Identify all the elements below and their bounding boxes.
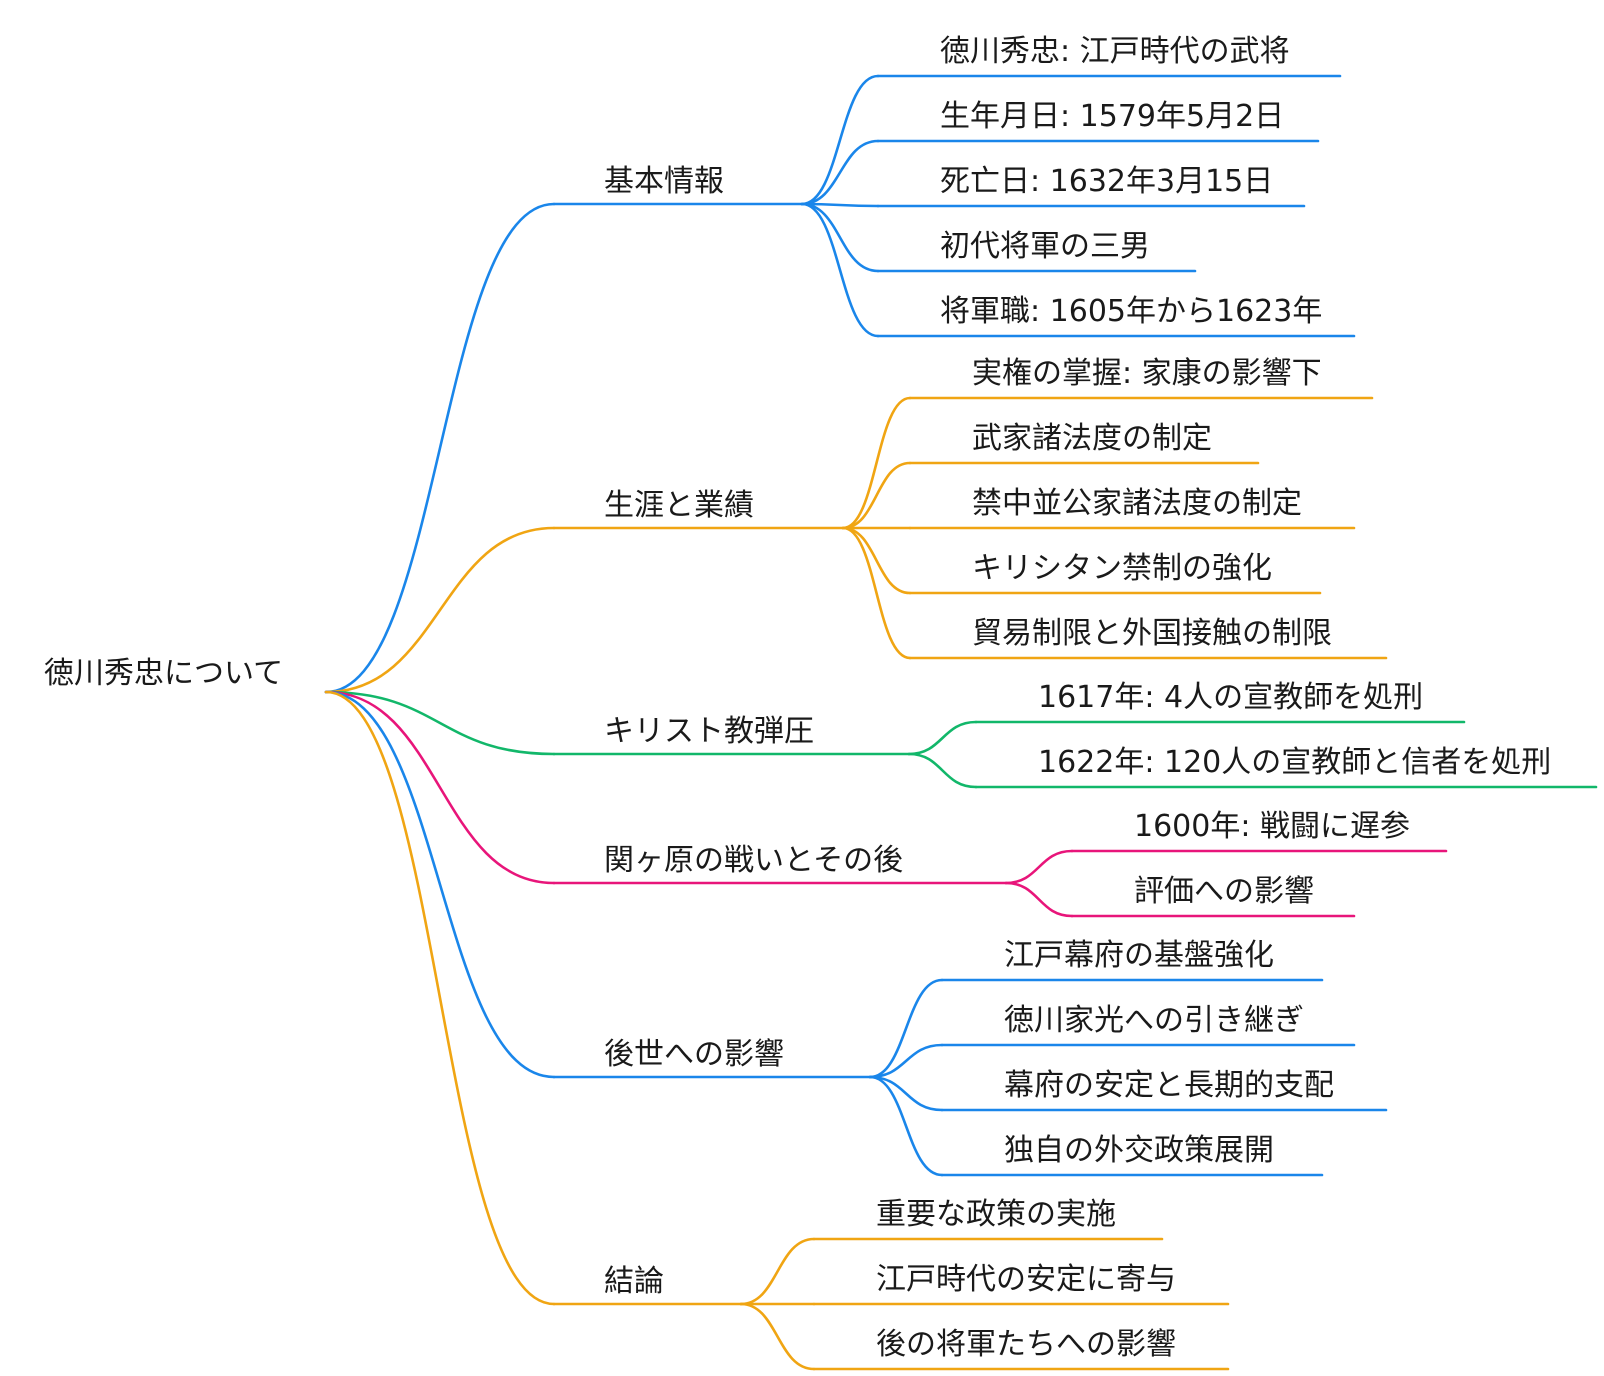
- edge-legacy-leaf-0: [868, 978, 944, 1079]
- leaf-label-legacy-2: 幕府の安定と長期的支配: [1004, 1068, 1334, 1103]
- leaf-label-sekigahara-1: 評価への影響: [1134, 874, 1314, 909]
- edge-legacy-leaf-2: [868, 1075, 944, 1112]
- edge-root-to-career: [324, 526, 556, 694]
- leaf-label-legacy-3: 独自の外交政策展開: [1004, 1133, 1274, 1168]
- branch-label-legacy: 後世への影響: [604, 1037, 784, 1072]
- edge-conclusion-leaf-2: [739, 1302, 816, 1371]
- edge-basic-leaf-2: [800, 202, 880, 208]
- edge-basic-leaf-3: [800, 202, 880, 273]
- edge-career-leaf-3: [841, 526, 912, 595]
- edge-career-leaf-0: [841, 396, 912, 530]
- leaf-label-legacy-1: 徳川家光への引き継ぎ: [1004, 1003, 1304, 1038]
- leaf-label-conclusion-2: 後の将軍たちへの影響: [876, 1327, 1176, 1362]
- branch-label-career: 生涯と業績: [604, 488, 754, 523]
- leaf-label-christian-1: 1622年: 120人の宣教師と信者を処刑: [1038, 745, 1551, 780]
- leaf-label-career-1: 武家諸法度の制定: [972, 421, 1212, 456]
- leaf-label-basic-1: 生年月日: 1579年5月2日: [940, 99, 1284, 134]
- leaf-label-sekigahara-0: 1600年: 戦闘に遅参: [1134, 809, 1410, 844]
- edge-career-leaf-4: [841, 526, 912, 660]
- edge-basic-leaf-1: [800, 139, 880, 206]
- leaf-label-career-0: 実権の掌握: 家康の影響下: [972, 356, 1322, 391]
- edge-christian-leaf-0: [907, 720, 978, 756]
- leaf-label-christian-0: 1617年: 4人の宣教師を処刑: [1038, 680, 1423, 715]
- branch-label-sekigahara: 関ヶ原の戦いとその後: [604, 843, 903, 878]
- branch-label-conclusion: 結論: [604, 1264, 664, 1299]
- edge-career-leaf-1: [841, 461, 912, 530]
- edge-legacy-leaf-3: [868, 1075, 944, 1177]
- leaf-label-conclusion-1: 江戸時代の安定に寄与: [876, 1262, 1176, 1297]
- leaf-label-basic-4: 将軍職: 1605年から1623年: [940, 294, 1322, 329]
- leaf-label-career-4: 貿易制限と外国接触の制限: [972, 616, 1332, 651]
- edge-basic-leaf-4: [800, 202, 880, 338]
- leaf-label-basic-2: 死亡日: 1632年3月15日: [940, 164, 1273, 199]
- mindmap-edges: [324, 74, 1598, 1371]
- edge-legacy-leaf-1: [868, 1043, 944, 1079]
- edge-root-to-conclusion: [324, 690, 556, 1306]
- leaf-label-career-2: 禁中並公家諸法度の制定: [972, 486, 1302, 521]
- edge-root-to-christian: [324, 690, 556, 756]
- edge-basic-leaf-0: [800, 74, 880, 206]
- leaf-label-basic-3: 初代将軍の三男: [940, 229, 1150, 264]
- edge-sekigahara-leaf-0: [1004, 849, 1074, 885]
- edge-root-to-basic: [324, 202, 556, 694]
- root-node-label: 徳川秀忠について: [44, 656, 283, 691]
- edge-conclusion-leaf-0: [739, 1237, 816, 1306]
- edge-root-to-legacy: [324, 690, 556, 1079]
- leaf-label-conclusion-0: 重要な政策の実施: [876, 1197, 1116, 1232]
- leaf-label-basic-0: 徳川秀忠: 江戸時代の武将: [940, 34, 1290, 69]
- branch-label-christian: キリスト教弾圧: [604, 714, 814, 749]
- leaf-label-career-3: キリシタン禁制の強化: [972, 551, 1272, 586]
- edge-root-to-sekigahara: [324, 690, 556, 885]
- edge-sekigahara-leaf-1: [1004, 881, 1074, 918]
- leaf-label-legacy-0: 江戸幕府の基盤強化: [1004, 938, 1274, 973]
- branch-label-basic: 基本情報: [604, 164, 724, 199]
- edge-christian-leaf-1: [907, 752, 978, 789]
